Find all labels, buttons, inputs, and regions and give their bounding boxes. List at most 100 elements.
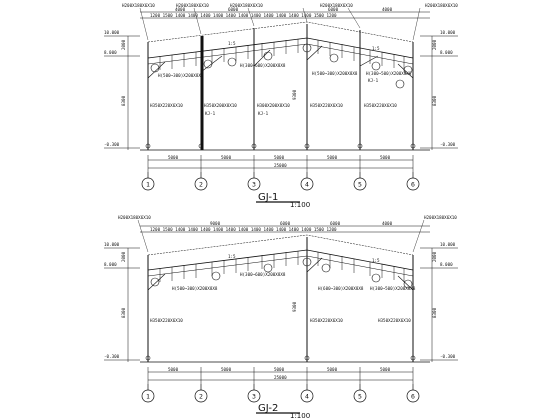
- gj1-column-label-5: H350X220X6X10: [364, 103, 397, 108]
- gj2-axis-3: 3: [252, 393, 256, 401]
- gj1-top-mid-right-label: H200X180X6X10: [320, 3, 353, 8]
- gj1-axis-3: 3: [252, 181, 256, 189]
- gj2-bay-dim-3: 5000: [274, 367, 285, 372]
- gj1-kj-label-2: KJ-1: [258, 111, 269, 116]
- gj1-top-mid-label: H200X180X6X10: [230, 3, 263, 8]
- gj2-joint-markers: [150, 257, 413, 289]
- gj2-axis-bubbles: [141, 384, 420, 403]
- gj1-purlins: [159, 39, 405, 70]
- gj1-total-dim: 25000: [274, 163, 287, 168]
- gj1-kj-label-1: KJ-1: [205, 111, 216, 116]
- gj1-column-label-1: H350X220X6X10: [150, 103, 183, 108]
- gj2-braces: [147, 257, 414, 291]
- gj2-total-dim: 25000: [274, 375, 287, 380]
- gj2-beam-label-1: H(500~300)X200X8X8: [172, 286, 218, 291]
- gj2-span-dim-1: 9000: [210, 221, 221, 226]
- gj1-elev-ground-left: -0.300: [104, 142, 120, 147]
- gj1-span-dim-2: 6000: [228, 7, 239, 12]
- gj1-column-label-3: H300X200X8X10: [257, 103, 290, 108]
- gj1-elev-ground-right: -0.300: [440, 142, 456, 147]
- gj2-span-dim-3: 6000: [330, 221, 341, 226]
- gj2-axis-2: 2: [199, 393, 203, 401]
- gj1-bay-dim-1: 5000: [168, 155, 179, 160]
- gj1-axis-2: 2: [199, 181, 203, 189]
- gj1-right-height: 8300: [432, 95, 437, 106]
- gj1-kj-label-3: KJ-1: [368, 78, 379, 83]
- gj1-axis-bubbles: [141, 172, 420, 191]
- gj1-scale: 1:100: [290, 201, 310, 209]
- gj2-purlins: [159, 251, 405, 282]
- gj2-column-label-3: H350X220X6X10: [378, 318, 411, 323]
- gj2-title: GJ-2: [258, 403, 278, 414]
- gj1-column-label-2: H350X200X8X10: [204, 103, 237, 108]
- gj2-bay-dim-5: 5000: [380, 367, 391, 372]
- gj2-right-height: 8300: [432, 307, 437, 318]
- gj2-top-left-label: H200X180X6X10: [118, 215, 151, 220]
- gj2-scale: 1:100: [290, 412, 310, 420]
- gj1-bay-dim-3: 5000: [274, 155, 285, 160]
- frame-gj1: [104, 7, 458, 203]
- gj1-span-dim-4: 4000: [382, 7, 393, 12]
- gj1-elev-eave-left: 8.000: [104, 50, 117, 55]
- gj2-axis-4: 4: [305, 393, 309, 401]
- gj2-left-height: 8300: [121, 307, 126, 318]
- gj2-elev-eave-left: 8.000: [104, 262, 117, 267]
- gj2-span-dim-4: 4000: [382, 221, 393, 226]
- gj1-bay-dim-2: 5000: [221, 155, 232, 160]
- gj1-base-markers: [145, 143, 416, 149]
- gj2-span-dim-2: 6000: [280, 221, 291, 226]
- gj2-elev-ground-left: -0.300: [104, 354, 120, 359]
- gj1-slope-label-1: 1:5: [228, 41, 236, 46]
- gj2-top-right-label: H200X180X6X10: [424, 215, 457, 220]
- gj1-bay-dim-5: 5000: [380, 155, 391, 160]
- gj2-axis-5: 5: [358, 393, 362, 401]
- gj1-top-left-label: H200X180X6X10: [122, 3, 155, 8]
- gj2-slope-label-1: 1:5: [228, 254, 236, 259]
- gj2-axis-6: 6: [411, 393, 415, 401]
- gj1-span-dim-1: 4000: [175, 7, 186, 12]
- gj2-columns: [147, 237, 414, 362]
- gj2-rafter-inner: [147, 255, 414, 277]
- gj1-roof-line: [147, 21, 414, 43]
- gj2-elev-top-right: 10.000: [440, 242, 456, 247]
- gj2-elev-ground-right: -0.300: [440, 354, 456, 359]
- gj1-left-height: 8300: [121, 95, 126, 106]
- gj1-joint-markers: [150, 43, 413, 89]
- gj2-beam-label-2: H(300~600)X200X8X8: [240, 272, 286, 277]
- gj1-left-top-dim: 2000: [121, 39, 126, 50]
- gj1-axis-1: 1: [146, 181, 150, 189]
- gj1-column-label-4: H350X220X6X10: [310, 103, 343, 108]
- gj2-beam-label-3: H(600~300)X200X8X8: [318, 286, 364, 291]
- gj2-elev-eave-right: 8.000: [440, 262, 453, 267]
- gj2-elev-top-left: 10.000: [104, 242, 120, 247]
- gj2-purlin-dims: 1200 1500 1400 1400 1400 1400 1400 1400 …: [150, 227, 337, 232]
- gj1-bay-dim-4: 5000: [327, 155, 338, 160]
- gj1-beam-label-4: H(300~500)X200X8X8: [366, 71, 412, 76]
- gj1-slope-label-2: 1:5: [372, 46, 380, 51]
- gj2-text: H200X180X6X10 H200X180X6X10 1200 1500 14…: [104, 215, 457, 420]
- gj2-bay-dim-1: 5000: [168, 367, 179, 372]
- gj1-elev-top-right: 10.000: [440, 30, 456, 35]
- gj1-braces: [147, 45, 414, 79]
- gj2-roof-line: [147, 234, 414, 256]
- frame-gj2: [104, 219, 458, 414]
- gj2-column-label-2: H350X220X6X10: [310, 318, 343, 323]
- gj1-top-right-label: H200X180X6X10: [425, 3, 458, 8]
- gj2-left-top-dim: 2000: [121, 251, 126, 262]
- gj1-beam-label-2: H(300~600)X200X8X8: [240, 63, 286, 68]
- gj1-axis-6: 6: [411, 181, 415, 189]
- gj2-bay-dim-4: 5000: [327, 367, 338, 372]
- gj1-rafter: [147, 37, 414, 59]
- gj2-right-top-dim: 2000: [432, 251, 437, 262]
- gj2-axis-1: 1: [146, 393, 150, 401]
- gj1-text: H200X180X6X10 H200X180X6X10 H200X180X6X1…: [104, 3, 458, 209]
- gj1-top-mid-left-label: H200X180X6X10: [176, 3, 209, 8]
- gj1-span-dim-3: 6000: [328, 7, 339, 12]
- gj2-slope-label-2: 1:5: [372, 258, 380, 263]
- gj1-elev-eave-right: 8.000: [440, 50, 453, 55]
- gj1-axis-4: 4: [305, 181, 309, 189]
- gj2-beam-label-4: H(300~500)X200X8X8: [370, 286, 416, 291]
- gj1-purlin-dims: 1200 1500 1400 1400 1400 1400 1400 1400 …: [150, 13, 337, 18]
- gj2-rafter: [147, 249, 414, 271]
